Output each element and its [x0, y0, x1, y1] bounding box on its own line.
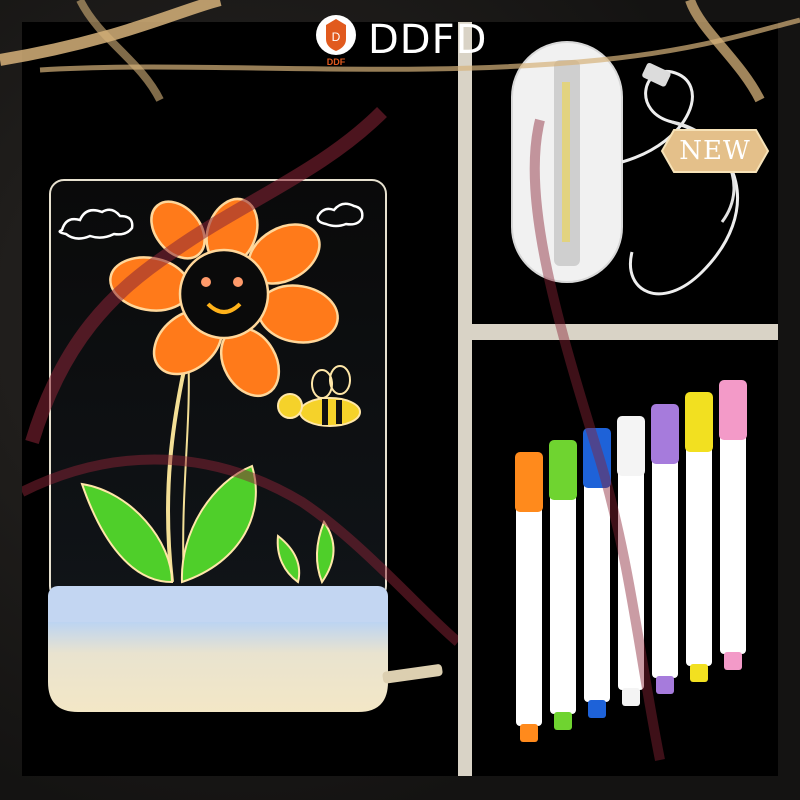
- divider-vertical: [458, 22, 472, 776]
- drawing-board-lamp-image: [22, 107, 458, 712]
- marker-2: [549, 440, 577, 730]
- divider-horizontal: [472, 324, 778, 340]
- marker-4: [617, 416, 645, 706]
- marker-5: [651, 404, 679, 694]
- panel-markers: [472, 340, 778, 776]
- marker-3: [583, 428, 611, 718]
- cloud-left-icon: [58, 208, 134, 240]
- brand-logo-icon: D DDF: [316, 15, 356, 67]
- marker-6: [685, 392, 713, 682]
- marker-7: [719, 380, 747, 670]
- usb-cable: [621, 70, 739, 296]
- leaf-right: [180, 464, 257, 584]
- brand-name: DDFD: [368, 17, 488, 63]
- marker-1: [515, 452, 543, 742]
- lamp-base: [48, 622, 388, 712]
- svg-text:D: D: [332, 30, 341, 44]
- brand-header: D DDF DDFD: [312, 10, 496, 70]
- svg-text:DDF: DDF: [327, 57, 346, 67]
- flower-center: [178, 248, 270, 340]
- panel-drawing-board-lamp: [22, 22, 458, 776]
- new-badge-label: NEW: [679, 136, 751, 166]
- led-base-usb-image: [511, 41, 739, 296]
- leaf-left: [80, 482, 174, 584]
- markers-image: [515, 380, 747, 742]
- usb-plug: [642, 62, 671, 87]
- cloud-right-icon: [316, 202, 364, 228]
- new-badge: NEW: [660, 126, 770, 176]
- smile-icon: [206, 302, 242, 314]
- bee-icon: [277, 365, 361, 427]
